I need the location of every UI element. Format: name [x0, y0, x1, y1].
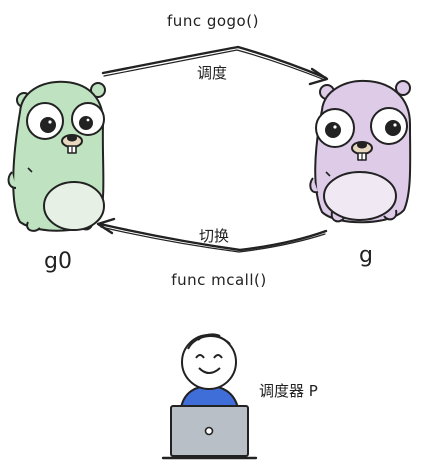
person-at-laptop-icon [161, 333, 258, 460]
top-arrow [101, 45, 329, 86]
gopher-purple-icon [309, 79, 412, 224]
bottom-arrow-label: 切换 [199, 227, 229, 245]
g0-label: g0 [44, 249, 72, 274]
scheduler-label: 调度器 P [259, 382, 318, 400]
top-arrow-label: 调度 [197, 64, 227, 82]
top-function-label: func gogo() [167, 12, 259, 30]
bottom-arrow [96, 217, 328, 253]
bottom-function-label: func mcall() [171, 271, 266, 289]
g-label: g [359, 243, 373, 268]
gopher-green-icon [7, 80, 106, 232]
